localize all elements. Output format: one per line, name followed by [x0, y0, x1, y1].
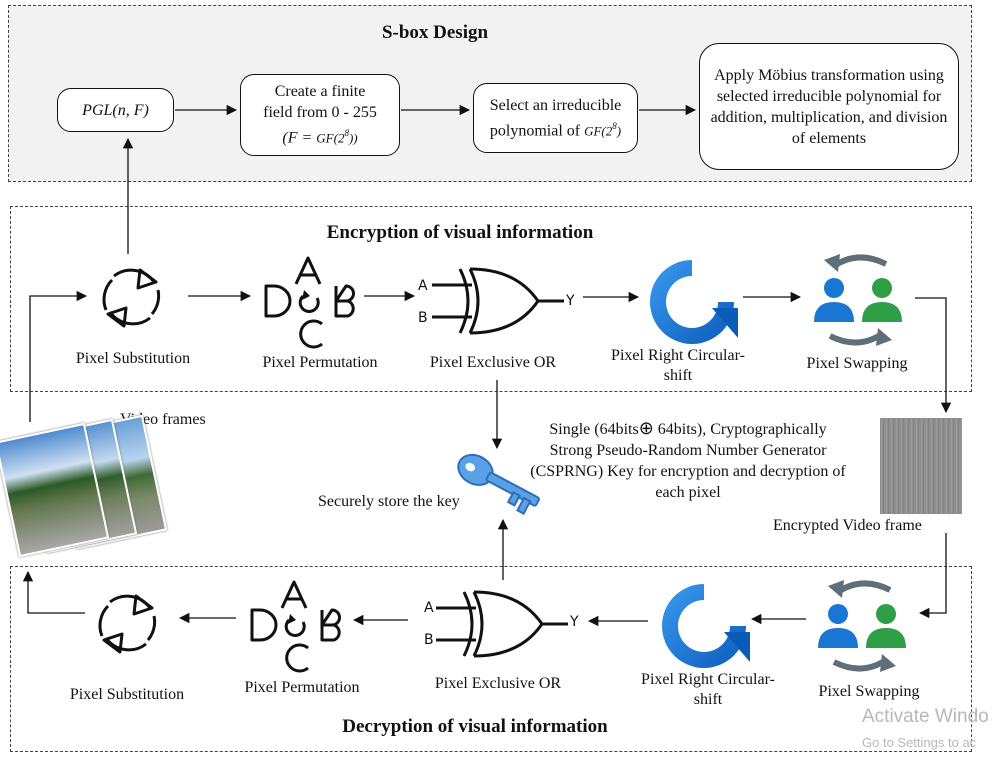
dec-xor-label: Pixel Exclusive OR	[434, 675, 562, 692]
permutation-icon	[264, 256, 355, 349]
dec-xor-output-y: Y	[570, 614, 579, 630]
activate-windows-subtext: Go to Settings to ac	[862, 735, 977, 750]
arrow-swap-to-encrypted	[915, 297, 952, 414]
xor-gate-icon	[432, 267, 564, 335]
pgl-label: PGL(n, F)	[82, 101, 149, 119]
decryption-title: Decryption of visual information	[342, 716, 608, 737]
xor-output-y: Y	[566, 293, 575, 309]
rotate-right-icon	[662, 584, 750, 668]
dec-permutation-label: Pixel Permutation	[244, 679, 360, 696]
mobius-transformation-box: Apply Möbius transformation using select…	[699, 43, 959, 170]
rotate-right-icon	[650, 260, 738, 344]
enc-permutation-label: Pixel Permutation	[262, 354, 378, 371]
encrypted-frame-image	[880, 418, 962, 514]
dec-xor-input-b: B	[424, 632, 434, 648]
xor-input-b: B	[418, 310, 428, 326]
xor-gate-icon	[436, 590, 568, 658]
video-frames-image	[0, 405, 170, 558]
dec-rshift-label: Pixel Right Circular- shift	[641, 671, 775, 708]
store-key-label: Securely store the key	[318, 493, 460, 510]
encrypted-frame-label: Encrypted Video frame	[773, 517, 922, 534]
pgl-box: PGL(n, F)	[57, 88, 174, 132]
dec-swapping-label: Pixel Swapping	[818, 683, 920, 700]
sbox-title: S-box Design	[381, 22, 489, 43]
finite-field-line2: field from 0 - 255	[263, 104, 377, 122]
enc-swapping-label: Pixel Swapping	[806, 355, 908, 372]
finite-field-box: Create a finite field from 0 - 255 (F = …	[240, 74, 400, 156]
enc-rshift-label: Pixel Right Circular- shift	[611, 347, 745, 384]
irreducible-polynomial-box: Select an irreducible polynomial of GF(2…	[473, 83, 638, 153]
csprng-key-description: Single (64bits⊕ 64bits), Cryptographical…	[530, 418, 846, 501]
permutation-icon	[250, 580, 341, 673]
finite-field-line3: (F = GF(28))	[282, 128, 358, 147]
enc-xor-label: Pixel Exclusive OR	[429, 354, 557, 371]
encryption-title: Encryption of visual information	[326, 222, 594, 243]
activate-windows-watermark: Activate Windo	[862, 706, 989, 727]
finite-field-line1: Create a finite	[274, 83, 366, 101]
dec-substitution-label: Pixel Substitution	[69, 686, 185, 703]
arrow-video-to-substitution	[29, 290, 88, 422]
cycle-icon	[102, 268, 161, 328]
mobius-text: Apply Möbius transformation using select…	[710, 66, 948, 147]
dec-xor-input-a: A	[424, 600, 434, 616]
enc-substitution-label: Pixel Substitution	[75, 350, 191, 367]
arrow-dec-sub-to-video	[22, 570, 85, 614]
encryption-section	[10, 206, 972, 392]
cycle-icon	[98, 594, 157, 654]
key-icon	[457, 453, 540, 515]
decryption-section	[10, 566, 972, 752]
arrow-encrypted-to-dec-swap	[918, 533, 947, 619]
xor-input-a: A	[418, 278, 428, 294]
swap-users-icon	[818, 580, 906, 672]
irreducible-line1: Select an irreducible	[489, 96, 622, 114]
swap-users-icon	[814, 254, 902, 346]
irreducible-line2: polynomial of GF(28)	[489, 120, 622, 140]
